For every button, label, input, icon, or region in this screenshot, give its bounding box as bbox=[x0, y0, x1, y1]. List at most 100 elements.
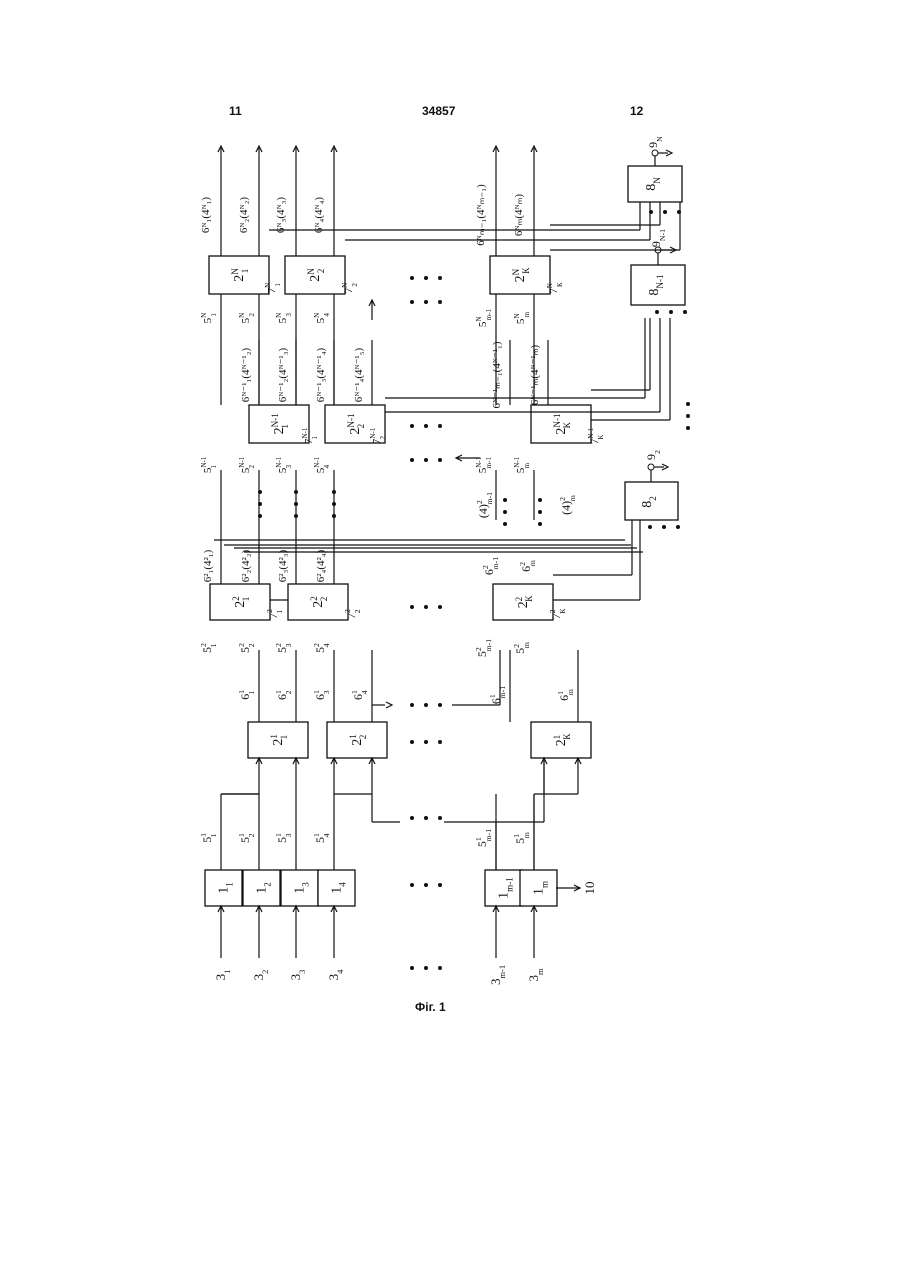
blocks-ellipsis bbox=[438, 883, 442, 887]
signal-label-6-2: 62m-1 bbox=[481, 557, 500, 575]
signal-label-5-1: 513 bbox=[274, 833, 293, 843]
signal-label-6-N1: 6ᴺ⁻¹₄(4ᴺ⁻¹₅) bbox=[353, 347, 365, 402]
signal-label-7-2: 72К bbox=[548, 608, 567, 620]
signal-label-7-2: 721 bbox=[265, 609, 284, 619]
signal-label-6-2: 6²₂(4²₂) bbox=[240, 549, 252, 582]
signal-label-6-N: 6ᴺₘ₋₁(4ᴺₘ₋₁) bbox=[475, 184, 487, 246]
ellipsis bbox=[503, 522, 507, 526]
ellipsis bbox=[438, 703, 442, 707]
signal-label-6-1: 611 bbox=[237, 690, 256, 700]
ellipsis bbox=[686, 414, 690, 418]
ellipsis bbox=[538, 510, 542, 514]
ellipsis bbox=[410, 458, 414, 462]
signal-label-5-N: 5Nm bbox=[513, 311, 531, 324]
signal-label-5-N: 5N3 bbox=[275, 313, 293, 324]
signal-label-6-N: 6ᴺ₃(4ᴺ₃) bbox=[275, 197, 287, 234]
signal-label-5-N1: 5N-11 bbox=[200, 456, 218, 473]
input-label: 33 bbox=[288, 970, 307, 981]
block-8-dots bbox=[683, 310, 687, 314]
signal-label-6-2: 6²₃(4²₃) bbox=[277, 549, 289, 582]
signal-label-6-2: 62m bbox=[518, 560, 537, 572]
signal-label-6-1: 61m-1 bbox=[488, 686, 507, 704]
block-8-dots bbox=[669, 310, 673, 314]
signal-label-5-N: 5N1 bbox=[200, 313, 218, 324]
signal-label-5-N: 5N4 bbox=[313, 313, 331, 324]
stage1-ellipsis bbox=[424, 740, 428, 744]
signal-label-5-1: 512 bbox=[237, 833, 256, 843]
label-9: 9N bbox=[646, 136, 664, 148]
signal-label-5-1: 51m-1 bbox=[474, 829, 493, 847]
signal-label-6-1: 612 bbox=[274, 690, 293, 700]
ellipsis bbox=[503, 510, 507, 514]
block-8-dots bbox=[677, 210, 681, 214]
stageN1-ellipsis bbox=[438, 424, 442, 428]
ellipsis bbox=[438, 300, 442, 304]
signal-label-7-2: 722 bbox=[343, 609, 362, 619]
ellipsis bbox=[424, 458, 428, 462]
signal-label-5-1: 514 bbox=[312, 833, 331, 843]
signal-label-5-N1: 5N-12 bbox=[238, 456, 256, 473]
signal-label-6-1: 614 bbox=[350, 690, 369, 700]
input-label: 34 bbox=[326, 969, 345, 981]
signal-label-5-2: 522 bbox=[237, 643, 256, 653]
ellipsis bbox=[424, 703, 428, 707]
label-9: 9N-1 bbox=[649, 229, 667, 247]
stage1-ellipsis bbox=[438, 740, 442, 744]
signal-label-5-N: 5Nm-1 bbox=[475, 308, 493, 327]
input-block-1 bbox=[520, 870, 557, 906]
signal-label-6-N1: 6ᴺ⁻¹ₘ(4ᴺ⁻¹ₘ) bbox=[529, 344, 541, 405]
signal-label-7-N1: 7N-11 bbox=[301, 427, 319, 444]
blocks-ellipsis bbox=[410, 883, 414, 887]
signal-label-7-N: 7NК bbox=[546, 282, 564, 294]
input-label: 3m-1 bbox=[488, 965, 507, 985]
wire-ellipsis bbox=[438, 816, 442, 820]
label-9: 92 bbox=[644, 450, 662, 460]
ellipsis bbox=[686, 426, 690, 430]
blocks-ellipsis bbox=[424, 883, 428, 887]
ellipsis bbox=[410, 300, 414, 304]
signal-label-6-1: 613 bbox=[312, 690, 331, 700]
signal-label-5-N1: 5N-1m bbox=[513, 456, 531, 473]
a bbox=[386, 702, 392, 708]
output-node bbox=[648, 464, 654, 470]
stage2-ellipsis bbox=[410, 605, 414, 609]
signal-label-5-1: 511 bbox=[199, 833, 218, 843]
stage2-ellipsis bbox=[424, 605, 428, 609]
ellipsis bbox=[424, 300, 428, 304]
input-label: 31 bbox=[213, 970, 232, 981]
stageN-ellipsis bbox=[424, 276, 428, 280]
figure-caption: Фіг. 1 bbox=[415, 1000, 446, 1014]
signal-label-5-2: 52m bbox=[512, 642, 531, 654]
stageN-ellipsis bbox=[410, 276, 414, 280]
block-8-dots bbox=[648, 525, 652, 529]
inputs-ellipsis bbox=[410, 966, 414, 970]
input-label: 3m bbox=[526, 968, 545, 982]
signal-label-6-N1: 6ᴺ⁻¹₁(4ᴺ⁻¹₂) bbox=[240, 347, 252, 402]
signal-label-5-2: 521 bbox=[199, 643, 218, 653]
stageN1-ellipsis bbox=[424, 424, 428, 428]
output-node bbox=[652, 150, 658, 156]
signal-label-6-N: 6ᴺ₄(4ᴺ₄) bbox=[313, 197, 325, 234]
ellipsis bbox=[538, 522, 542, 526]
ellipsis bbox=[686, 402, 690, 406]
block-8-dots bbox=[676, 525, 680, 529]
signal-label-6-N1: 6ᴺ⁻¹₃(4ᴺ⁻¹₄) bbox=[315, 347, 327, 402]
inputs-ellipsis bbox=[424, 966, 428, 970]
input-block-1 bbox=[485, 870, 522, 906]
signal-label-5-N1: 5N-14 bbox=[313, 456, 331, 473]
signal-label-7-N1: 7N-1К bbox=[587, 427, 605, 444]
ellipsis bbox=[410, 703, 414, 707]
input-label: 32 bbox=[251, 970, 270, 981]
stage2-ellipsis bbox=[438, 605, 442, 609]
signal-label-4-2: (4)2m bbox=[558, 495, 577, 515]
ellipsis bbox=[538, 498, 542, 502]
stageN-ellipsis bbox=[438, 276, 442, 280]
signal-label-5-1: 51m bbox=[512, 832, 531, 844]
signal-label-7-N: 7N2 bbox=[341, 283, 359, 294]
signal-label-5-N1: 5N-13 bbox=[275, 456, 293, 473]
signal-label-7-N: 7N1 bbox=[264, 283, 282, 294]
signal-label-6-N: 6ᴺ₂(4ᴺ₂) bbox=[238, 197, 250, 234]
block-8-dots bbox=[655, 310, 659, 314]
signal-label-5-2: 523 bbox=[274, 643, 293, 653]
signal-label-6-1: 61m bbox=[556, 689, 575, 701]
